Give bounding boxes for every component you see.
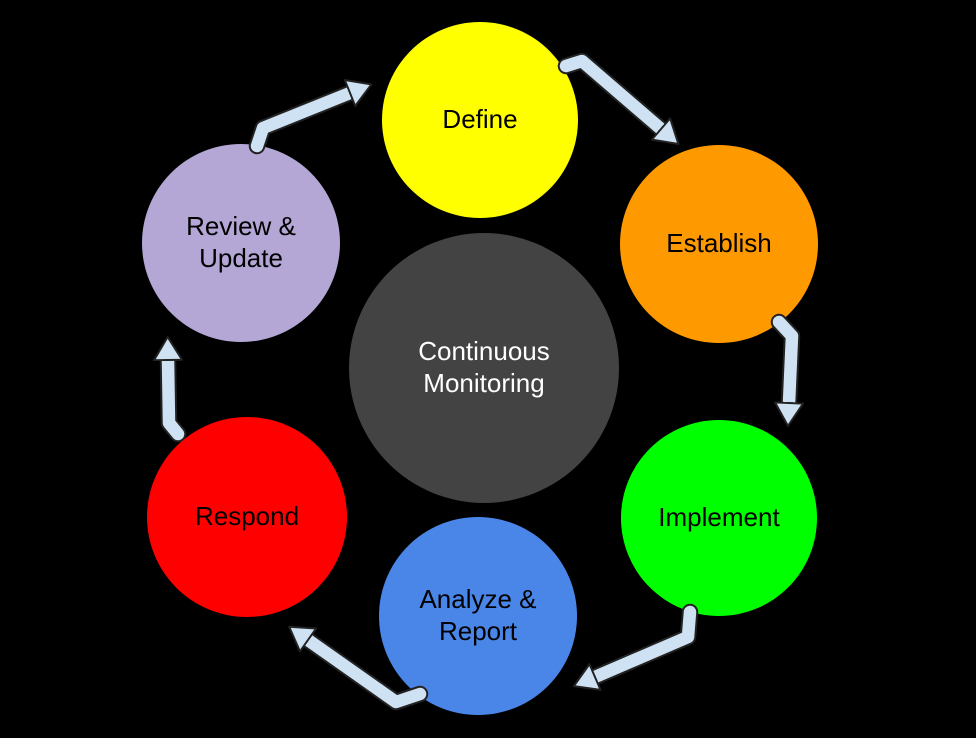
review-update-circle: Review & Update	[142, 144, 340, 342]
define-label: Define	[442, 104, 518, 135]
arrow-define-to-establish	[557, 52, 680, 146]
arrow-respond-to-review-update	[153, 336, 187, 443]
analyze-report-circle: Analyze & Report	[379, 517, 577, 715]
review-update-label: Review & Update	[186, 211, 296, 273]
arrow-implement-to-analyze-report	[572, 603, 699, 691]
continuous-monitoring-circle: Continuous Monitoring	[349, 233, 619, 503]
respond-label: Respond	[194, 501, 300, 532]
analyze-report-label: Analyze & Report	[419, 584, 537, 646]
continuous-monitoring-label: Continuous Monitoring	[418, 336, 550, 398]
arrow-establish-to-implement	[770, 313, 804, 427]
arrow-review-update-to-define	[248, 79, 373, 155]
establish-circle: Establish	[620, 145, 818, 343]
define-circle: Define	[382, 22, 578, 218]
implement-label: Implement	[658, 502, 780, 533]
respond-circle: Respond	[147, 417, 347, 617]
implement-circle: Implement	[621, 420, 817, 616]
establish-label: Establish	[666, 228, 772, 259]
